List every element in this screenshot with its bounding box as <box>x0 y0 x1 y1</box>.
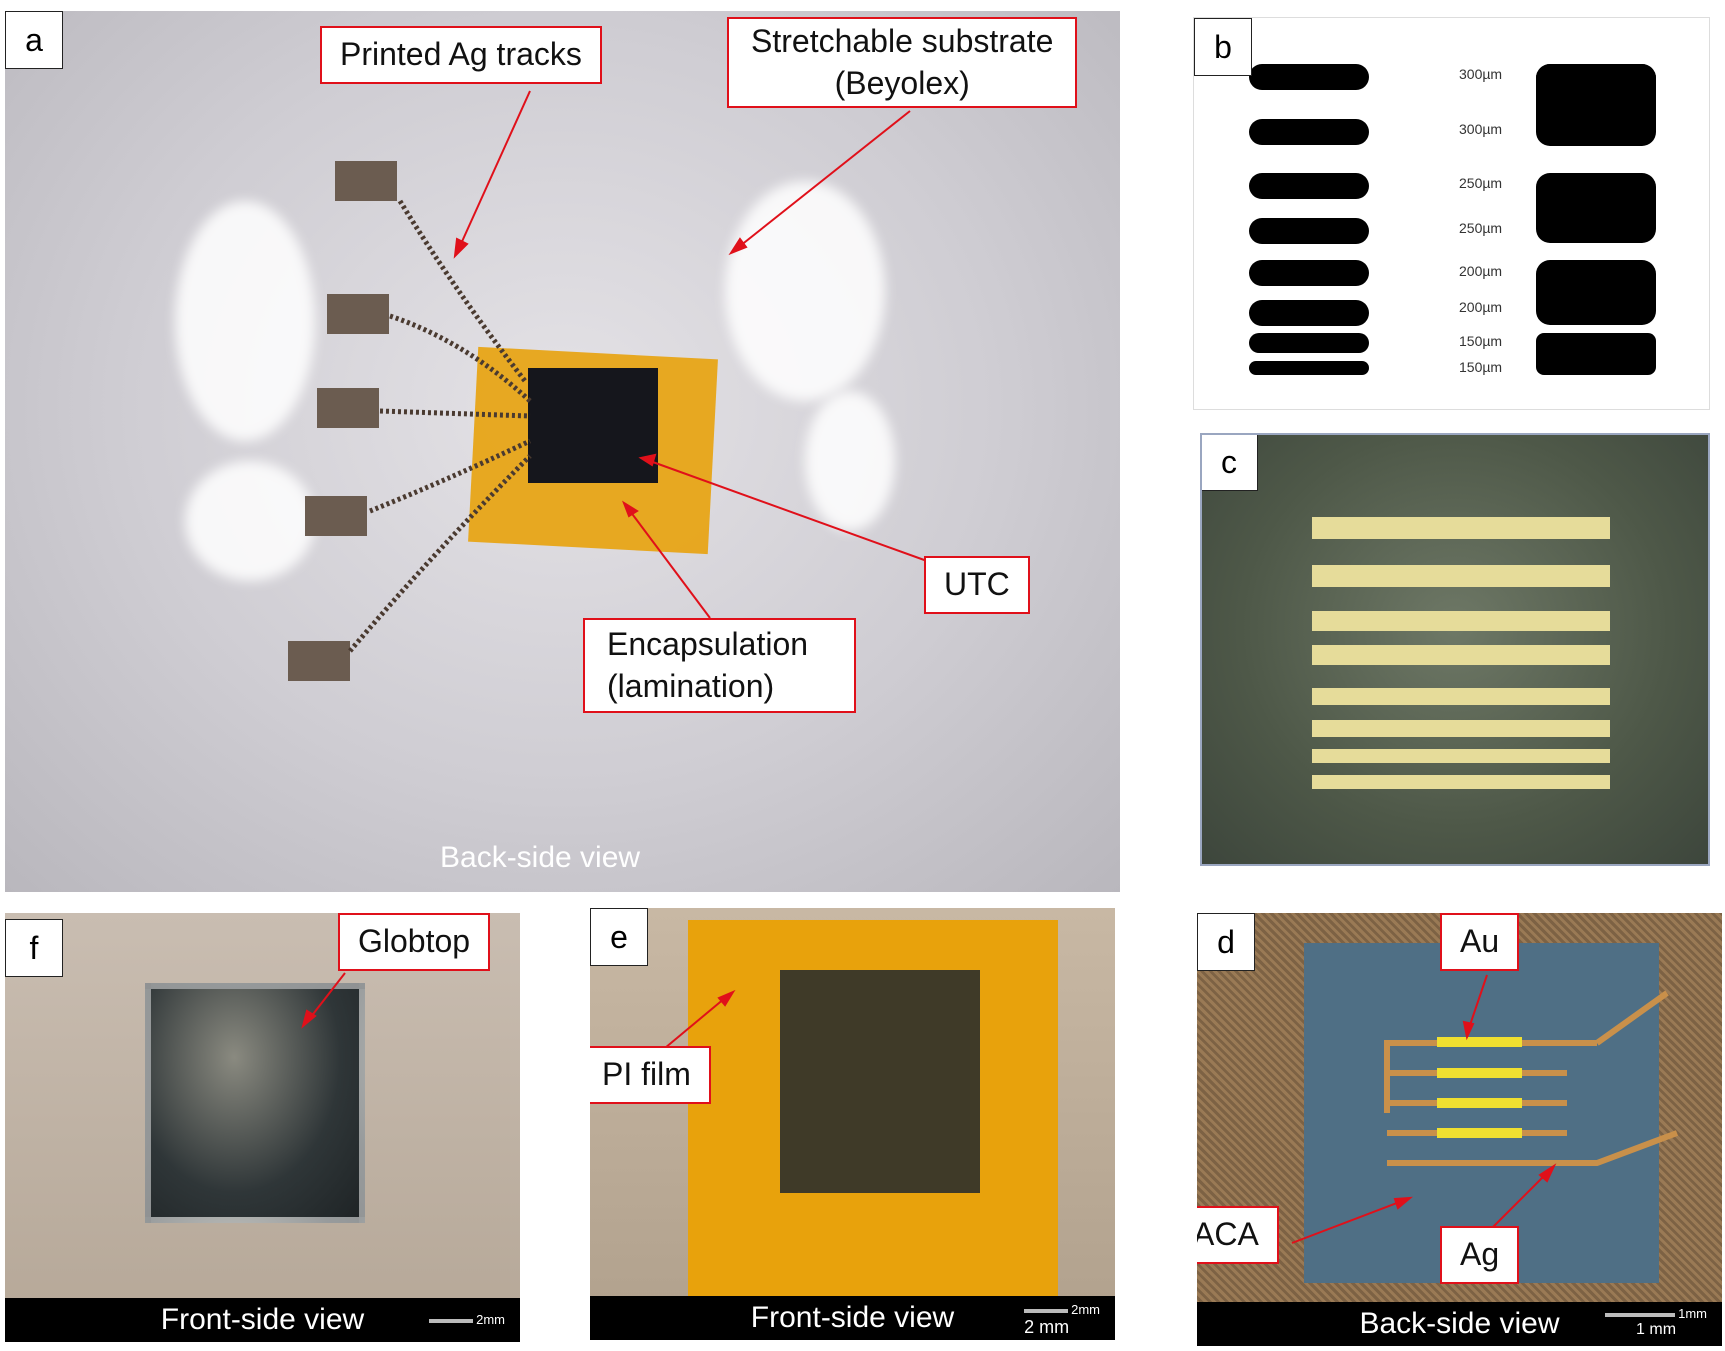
callout-encapsulation: Encapsulation (lamination) <box>583 618 857 714</box>
panel-label: d <box>1197 913 1255 971</box>
spacing-label: 150µm <box>1459 359 1503 375</box>
panel-c-micrograph: c <box>1200 433 1710 866</box>
callout-utc: UTC <box>924 556 1030 614</box>
spacing-label: 250µm <box>1459 175 1503 191</box>
caption-bar: Front-side view 2mm <box>5 1298 520 1342</box>
callout-line: (lamination) <box>607 667 775 704</box>
callout-aca: ACA <box>1197 1206 1279 1264</box>
spacing-label: 300µm <box>1459 121 1503 137</box>
view-caption: Back-side view <box>440 841 641 874</box>
callout-pi-film: PI film <box>590 1046 711 1104</box>
scale-label: 2mm <box>1071 1302 1100 1317</box>
callout-ag: Ag <box>1440 1226 1520 1284</box>
spacing-label: 200µm <box>1459 263 1503 279</box>
callout-globtop: Globtop <box>338 913 491 971</box>
callout-line: (Beyolex) <box>834 64 970 101</box>
scale-label: 1 mm <box>1636 1321 1677 1338</box>
chip <box>780 970 980 1193</box>
panel-label: b <box>1194 18 1252 76</box>
utc-chip <box>528 368 658 483</box>
scale-label: 1mm <box>1678 1306 1707 1321</box>
spacing-label: 200µm <box>1459 299 1503 315</box>
panel-label: a <box>5 11 63 69</box>
panel-label: c <box>1202 435 1258 491</box>
callout-printed-ag-tracks: Printed Ag tracks <box>320 26 602 84</box>
callout-au: Au <box>1440 913 1520 971</box>
scale-label: 2 mm <box>1024 1317 1070 1337</box>
globtop-chip <box>145 983 365 1223</box>
callout-line: Stretchable substrate <box>751 23 1054 59</box>
spacing-label: 250µm <box>1459 220 1503 236</box>
panel-f-photo: f Globtop Front-side view 2mm <box>5 913 520 1342</box>
view-caption: Front-side view <box>750 1301 955 1334</box>
scale-label: 2mm <box>476 1312 505 1327</box>
panel-b-layout: b 300µm 300µm 250µm 250µm 200µm 200µm 15… <box>1193 17 1710 410</box>
spacing-label: 300µm <box>1459 66 1503 82</box>
panel-label: f <box>5 919 63 977</box>
panel-label: e <box>590 908 648 966</box>
panel-a-photo: a Printed Ag tracks Stretchable substrat… <box>5 11 1120 892</box>
spacing-label: 150µm <box>1459 333 1503 349</box>
callout-line: Encapsulation <box>607 626 809 662</box>
view-caption: Back-side view <box>1359 1307 1560 1340</box>
view-caption: Front-side view <box>160 1303 365 1336</box>
callout-substrate: Stretchable substrate (Beyolex) <box>727 17 1078 109</box>
scale-bar: 2mm <box>429 1312 505 1327</box>
